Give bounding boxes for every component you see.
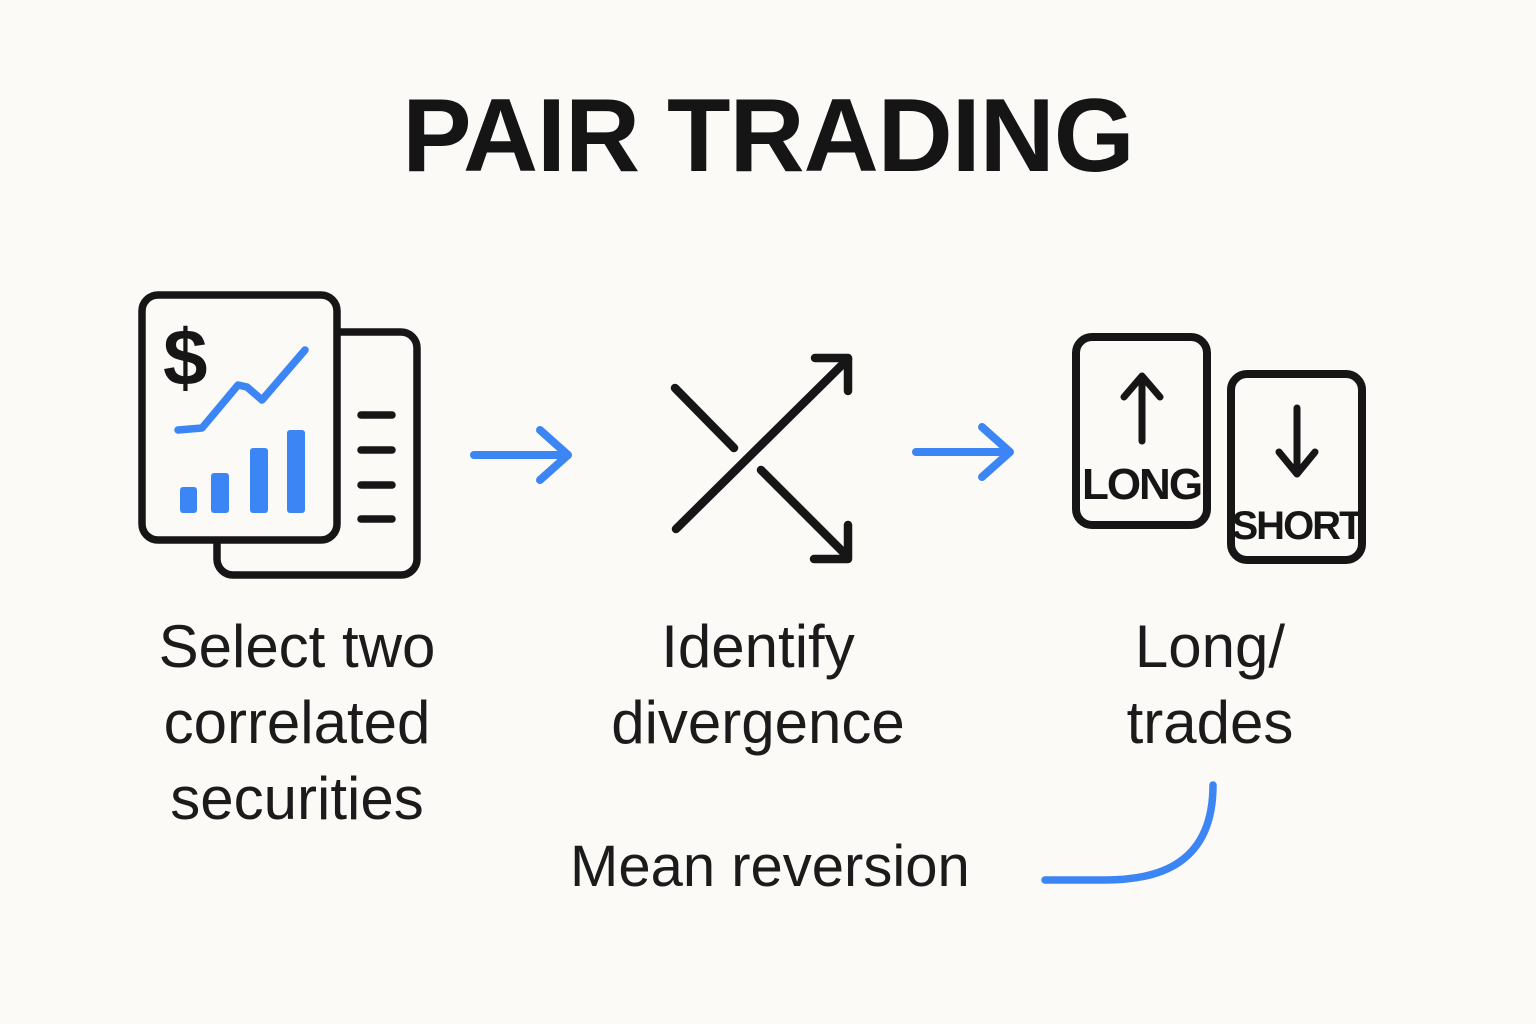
- step-caption-long-trades: Long/ trades: [1126, 613, 1294, 756]
- page-title: PAIR TRADING: [402, 78, 1134, 194]
- down-right-arrow-segment: [756, 465, 852, 561]
- flow-right-arrow-icon: [470, 426, 572, 484]
- down-right-arrow-segment: [670, 383, 739, 453]
- mean-reversion-label: Mean reversion: [570, 834, 970, 899]
- step-caption-identify-divergence: Identify divergence: [611, 613, 905, 756]
- trend-line-chart-icon: [174, 346, 309, 434]
- divergence-crossing-arrows-icon: [670, 353, 853, 564]
- short-label: SHORT: [1231, 504, 1364, 548]
- securities-documents-icon: $: [138, 291, 421, 579]
- document-text-lines-icon: [357, 411, 396, 523]
- up-right-arrow-line: [671, 354, 853, 534]
- up-right-arrowhead: [810, 353, 853, 396]
- mean-reversion-curve-icon: [1041, 781, 1217, 884]
- up-arrow-icon: [1120, 372, 1163, 445]
- dollar-sign-icon: $: [163, 313, 208, 402]
- flow-right-arrow-icon: [912, 423, 1014, 481]
- long-card: LONG: [1072, 333, 1211, 529]
- long-label: LONG: [1081, 460, 1203, 509]
- down-arrow-icon: [1275, 404, 1318, 478]
- bar-chart-icon: [180, 430, 305, 513]
- step-caption-select-securities: Select two correlated securities: [158, 613, 436, 832]
- short-card: SHORT: [1227, 370, 1366, 564]
- down-right-arrowhead: [809, 520, 853, 564]
